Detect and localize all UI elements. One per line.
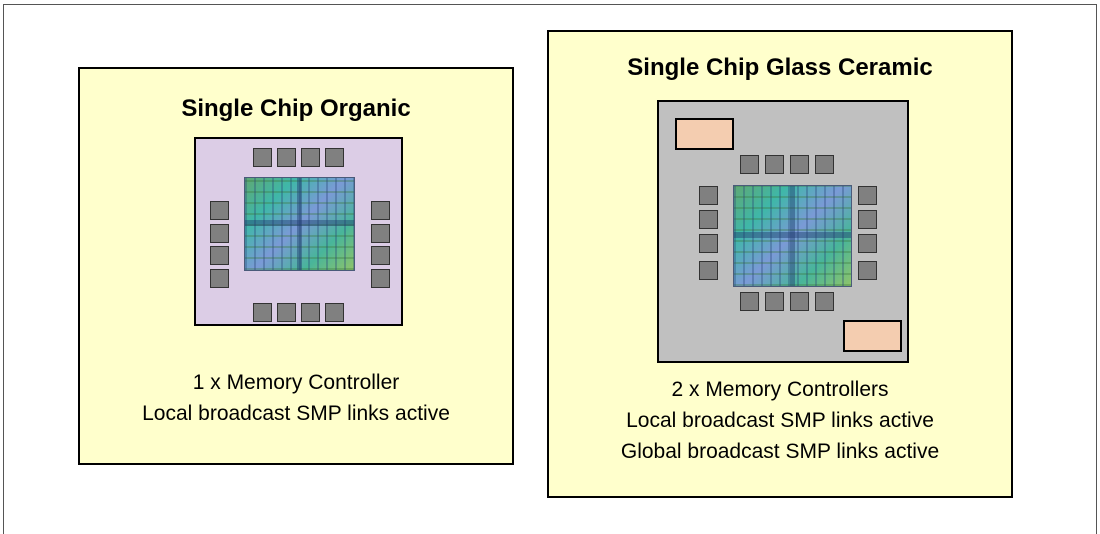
glass-ceramic-panel-title: Single Chip Glass Ceramic <box>627 54 933 81</box>
glass-ceramic-right-pad <box>858 210 877 229</box>
organic-panel-title: Single Chip Organic <box>181 95 411 122</box>
organic-bottom-pad <box>277 303 296 322</box>
glass-ceramic-processor-die <box>733 185 852 287</box>
organic-right-pad <box>371 224 390 243</box>
organic-bottom-pad <box>253 303 272 322</box>
organic-top-pad <box>253 148 272 167</box>
organic-caption: 1 x Memory Controller Local broadcast SM… <box>80 367 512 429</box>
memory-controller-top <box>675 118 734 150</box>
organic-left-pad <box>210 269 229 288</box>
organic-bottom-pad <box>301 303 320 322</box>
glass-ceramic-caption: 2 x Memory Controllers Local broadcast S… <box>549 374 1011 467</box>
glass-ceramic-left-pad <box>699 210 718 229</box>
glass-ceramic-bottom-pad <box>740 292 759 311</box>
glass-ceramic-top-pad <box>740 155 759 174</box>
organic-top-pad <box>277 148 296 167</box>
memory-controller-bottom <box>843 320 902 352</box>
organic-panel: Single Chip Organic 1 x Memory Controlle… <box>78 67 514 465</box>
organic-top-pad <box>301 148 320 167</box>
glass-ceramic-right-pad <box>858 234 877 253</box>
glass-ceramic-caption-line-2: Local broadcast SMP links active <box>626 409 934 432</box>
organic-top-pad <box>325 148 344 167</box>
glass-ceramic-bottom-pad <box>790 292 809 311</box>
glass-ceramic-left-pad <box>699 186 718 205</box>
organic-caption-line-2: Local broadcast SMP links active <box>142 402 450 425</box>
glass-ceramic-package <box>657 100 909 363</box>
organic-package <box>194 137 403 326</box>
diagram-frame <box>3 4 1097 534</box>
glass-ceramic-top-pad <box>765 155 784 174</box>
glass-ceramic-caption-line-3: Global broadcast SMP links active <box>620 440 940 463</box>
organic-right-pad <box>371 269 390 288</box>
glass-ceramic-bottom-pad <box>765 292 784 311</box>
organic-left-pad <box>210 246 229 265</box>
organic-right-pad <box>371 246 390 265</box>
glass-ceramic-top-pad <box>815 155 834 174</box>
organic-left-pad <box>210 224 229 243</box>
glass-ceramic-left-pad <box>699 234 718 253</box>
organic-right-pad <box>371 201 390 220</box>
glass-ceramic-right-pad <box>858 261 877 280</box>
organic-caption-line-1: 1 x Memory Controller <box>192 371 400 394</box>
organic-bottom-pad <box>325 303 344 322</box>
glass-ceramic-left-pad <box>699 261 718 280</box>
organic-left-pad <box>210 201 229 220</box>
glass-ceramic-caption-line-1: 2 x Memory Controllers <box>671 378 889 401</box>
glass-ceramic-panel: Single Chip Glass Ceramic 2 x Memory Con… <box>547 30 1013 498</box>
glass-ceramic-right-pad <box>858 186 877 205</box>
organic-processor-die <box>244 177 355 271</box>
glass-ceramic-bottom-pad <box>815 292 834 311</box>
glass-ceramic-top-pad <box>790 155 809 174</box>
